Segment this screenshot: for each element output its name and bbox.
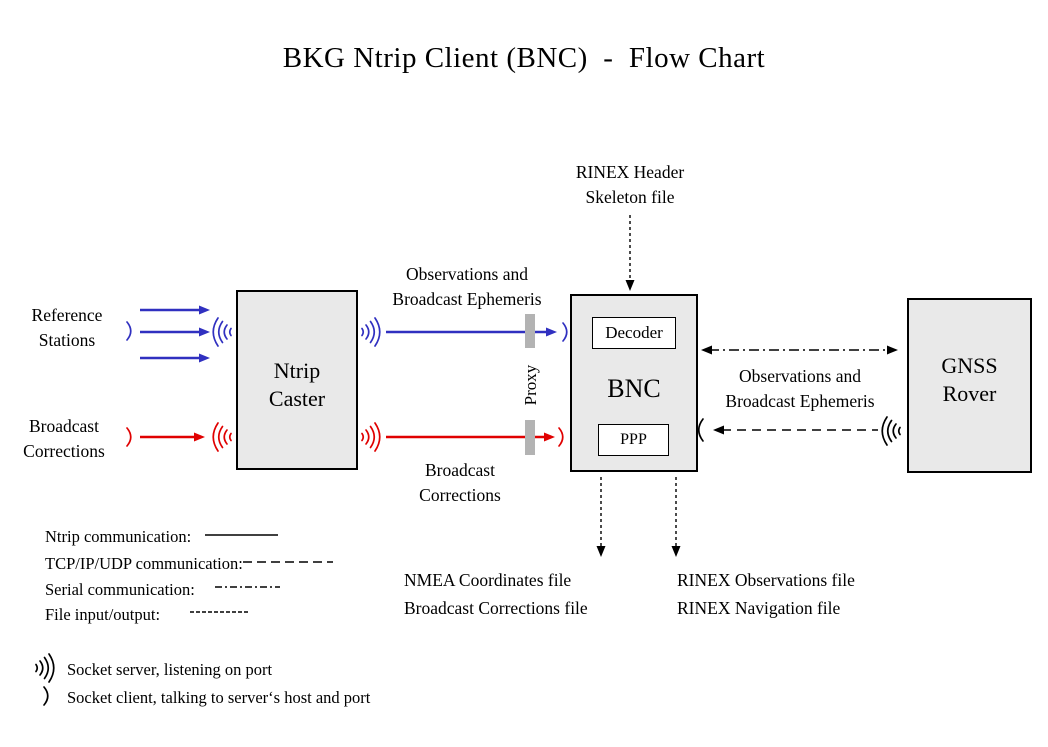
rinex-header-line2: Skeleton file xyxy=(585,187,675,207)
broadcast-corrections-mid-label: Broadcast Corrections xyxy=(400,458,520,508)
broadcast-corrections-left-line1: Broadcast xyxy=(29,416,99,436)
bnc-label: BNC xyxy=(607,374,661,403)
observations-mid-line2: Broadcast Ephemeris xyxy=(392,289,542,309)
ntrip-caster-label: Ntrip Caster xyxy=(236,357,358,413)
reference-stations-label: Reference Stations xyxy=(12,303,122,353)
ntrip-caster-line2: Caster xyxy=(268,386,326,411)
bnc-output-arrow-right xyxy=(671,477,681,557)
broadcast-corrections-left-label: Broadcast Corrections xyxy=(4,414,124,464)
bnc-ppp-box: PPP xyxy=(598,424,669,456)
node-gnss-rover xyxy=(907,298,1032,473)
nmea-output-label: NMEA Coordinates file Broadcast Correcti… xyxy=(404,566,588,622)
proxy-bar-bottom xyxy=(525,420,535,455)
observations-right-line1: Observations and xyxy=(739,366,861,386)
observations-mid-line1: Observations and xyxy=(406,264,528,284)
node-ntrip-caster xyxy=(236,290,358,470)
ppp-label: PPP xyxy=(620,431,647,448)
observations-right-line2: Broadcast Ephemeris xyxy=(725,391,875,411)
socket-server-icon xyxy=(361,422,381,452)
rinex-output-label: RINEX Observations file RINEX Navigation… xyxy=(677,566,855,622)
broadcast-corrections-mid-line2: Corrections xyxy=(419,485,501,505)
serial-arrow-bnc-rover xyxy=(701,345,898,355)
socket-server-icon xyxy=(881,416,901,446)
bnc-decoder-box: Decoder xyxy=(592,317,676,349)
bnc-output-arrow-left xyxy=(596,477,606,557)
gnss-rover-line2: Rover xyxy=(942,381,997,406)
broadcast-corrections-mid-line1: Broadcast xyxy=(425,460,495,480)
socket-server-icon xyxy=(35,653,55,683)
reference-stations-line2: Stations xyxy=(38,330,96,350)
rinex-skeleton-arrow xyxy=(625,215,635,291)
rinex-output-line1: RINEX Observations file xyxy=(677,570,855,590)
socket-server-icon xyxy=(212,317,232,347)
legend-ntrip-label: Ntrip communication: xyxy=(45,527,192,546)
observations-arrow-caster-to-bnc xyxy=(386,327,557,337)
reference-station-arrows xyxy=(140,305,210,363)
legend-socket-client-label: Socket client, talking to server‘s host … xyxy=(67,688,371,707)
legend-file-label: File input/output: xyxy=(45,605,161,624)
ntrip-caster-line1: Ntrip xyxy=(273,358,321,383)
socket-client-icon xyxy=(558,427,564,447)
nmea-output-line1: NMEA Coordinates file xyxy=(404,570,572,590)
socket-server-icon xyxy=(361,317,381,347)
legend-socket-server-label: Socket server, listening on port xyxy=(67,660,273,679)
broadcast-corrections-input-arrow xyxy=(140,432,205,442)
page-title: BKG Ntrip Client (BNC) - Flow Chart xyxy=(282,42,766,74)
observations-ephemeris-right-label: Observations and Broadcast Ephemeris xyxy=(697,364,903,414)
corrections-arrow-caster-to-bnc xyxy=(386,432,555,442)
rinex-header-line1: RINEX Header xyxy=(575,162,685,182)
legend-serial-label: Serial communication: xyxy=(45,580,195,599)
reference-stations-line1: Reference xyxy=(31,305,103,325)
tcp-arrow-rover-to-bnc xyxy=(713,425,878,435)
proxy-bar-top xyxy=(525,314,535,348)
socket-client-icon xyxy=(697,418,704,442)
socket-client-icon xyxy=(126,427,132,447)
rinex-output-line2: RINEX Navigation file xyxy=(677,598,841,618)
broadcast-corrections-left-line2: Corrections xyxy=(23,441,105,461)
legend-tcp-label: TCP/IP/UDP communication: xyxy=(45,554,243,573)
socket-client-icon xyxy=(562,322,568,342)
proxy-label: Proxy xyxy=(521,364,540,406)
gnss-rover-line1: GNSS xyxy=(941,353,998,378)
socket-client-icon xyxy=(126,321,132,341)
nmea-output-line2: Broadcast Corrections file xyxy=(404,598,588,618)
gnss-rover-label: GNSS Rover xyxy=(907,352,1032,408)
socket-client-icon xyxy=(43,686,49,706)
socket-server-icon xyxy=(212,422,232,452)
observations-ephemeris-mid-label: Observations and Broadcast Ephemeris xyxy=(372,262,562,312)
decoder-label: Decoder xyxy=(605,323,663,342)
rinex-header-skeleton-label: RINEX Header Skeleton file xyxy=(530,160,730,210)
